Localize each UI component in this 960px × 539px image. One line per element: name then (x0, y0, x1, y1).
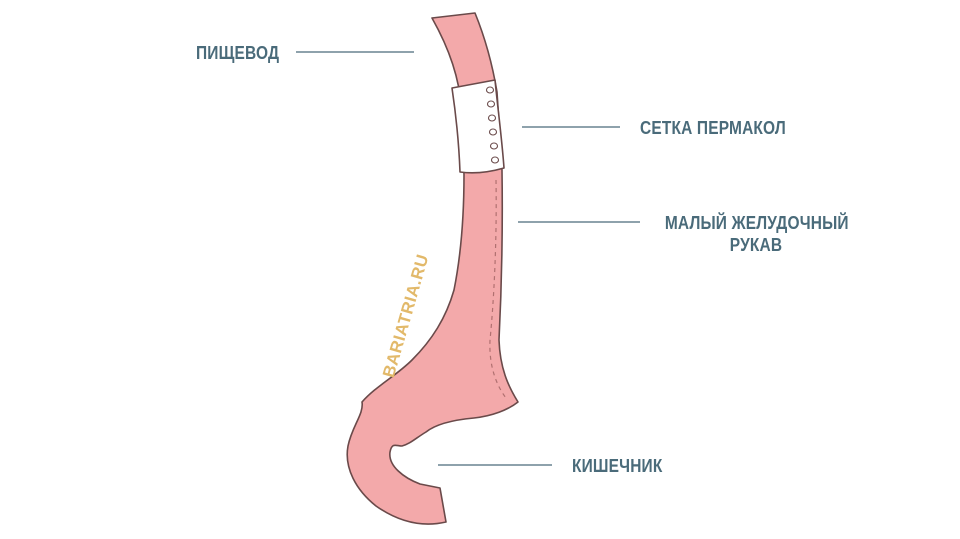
sleeve-label-line2: РУКАВ (729, 235, 783, 255)
staple-line (489, 179, 507, 399)
sleeve-label-line1: МАЛЫЙ ЖЕЛУДОЧНЫЙ (664, 213, 849, 233)
intestine-label: КИШЕЧНИК (572, 456, 663, 476)
esophagus-label: ПИЩЕВОД (196, 43, 280, 63)
sleeve-label: МАЛЫЙ ЖЕЛУДОЧНЫЙ РУКАВ (664, 212, 849, 256)
permacol-mesh (451, 79, 505, 174)
mesh-sutures (485, 86, 500, 164)
mesh-label: СЕТКА ПЕРМАКОЛ (640, 118, 786, 138)
